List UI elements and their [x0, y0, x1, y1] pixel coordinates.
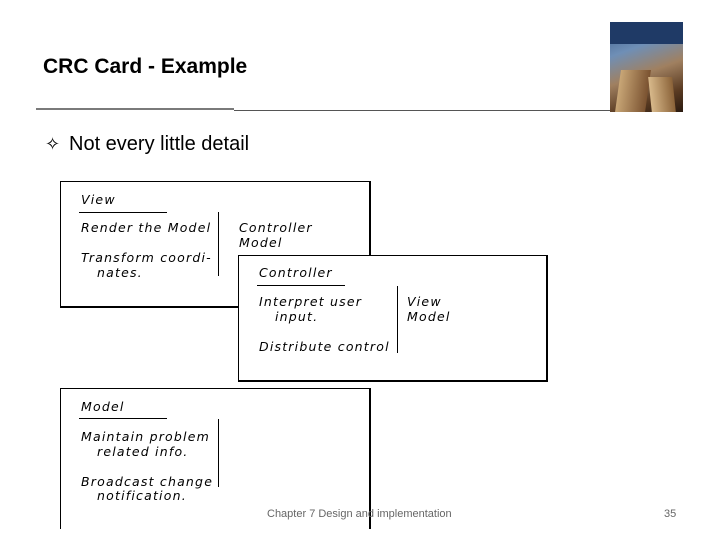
- bullet-item: ✧ Not every little detail: [45, 133, 249, 156]
- card-controller-divider: [397, 286, 398, 353]
- card-model-divider: [218, 419, 219, 487]
- cover-building-left: [615, 70, 651, 112]
- card-controller-responsibility: input.: [275, 309, 319, 324]
- crc-card-model: Model Maintain problem related info. Bro…: [60, 388, 371, 529]
- card-controller-name-underline: [257, 285, 345, 286]
- crc-card-controller: Controller Interpret user input. Distrib…: [238, 255, 548, 382]
- card-model-responsibility: Maintain problem: [81, 429, 210, 444]
- cover-band: [610, 22, 683, 44]
- cover-building-right: [648, 77, 676, 112]
- card-controller-name: Controller: [259, 265, 333, 280]
- card-controller-collaborator: Model: [407, 309, 451, 324]
- card-view-responsibility: nates.: [97, 265, 143, 280]
- card-model-name: Model: [81, 399, 125, 414]
- card-model-responsibility: notification.: [97, 488, 187, 503]
- card-model-name-underline: [79, 418, 167, 419]
- book-cover-image: [610, 22, 683, 112]
- footer-chapter: Chapter 7 Design and implementation: [267, 508, 452, 520]
- title-rule-thick: [36, 108, 234, 110]
- crc-card-view: View Render the Model Transform coordi- …: [60, 181, 371, 308]
- card-view-responsibility: Render the Model: [81, 220, 212, 235]
- card-controller-collaborator: View: [407, 294, 442, 309]
- card-controller-responsibility: Interpret user: [259, 294, 363, 309]
- card-view-responsibility: Transform coordi-: [81, 250, 212, 265]
- four-point-star-bullet-icon: ✧: [45, 134, 61, 155]
- card-view-collaborator: Model: [239, 235, 283, 250]
- page-number: 35: [664, 508, 677, 520]
- card-view-name: View: [81, 192, 116, 207]
- title-rule-thin: [234, 110, 610, 111]
- card-controller-responsibility: Distribute control: [259, 339, 390, 354]
- card-model-responsibility: related info.: [97, 444, 189, 459]
- slide-title: CRC Card - Example: [43, 55, 248, 78]
- card-view-name-underline: [79, 212, 167, 213]
- card-model-responsibility: Broadcast change: [81, 474, 214, 489]
- card-view-divider: [218, 212, 219, 276]
- card-view-collaborator: Controller: [239, 220, 313, 235]
- bullet-text: Not every little detail: [69, 133, 250, 155]
